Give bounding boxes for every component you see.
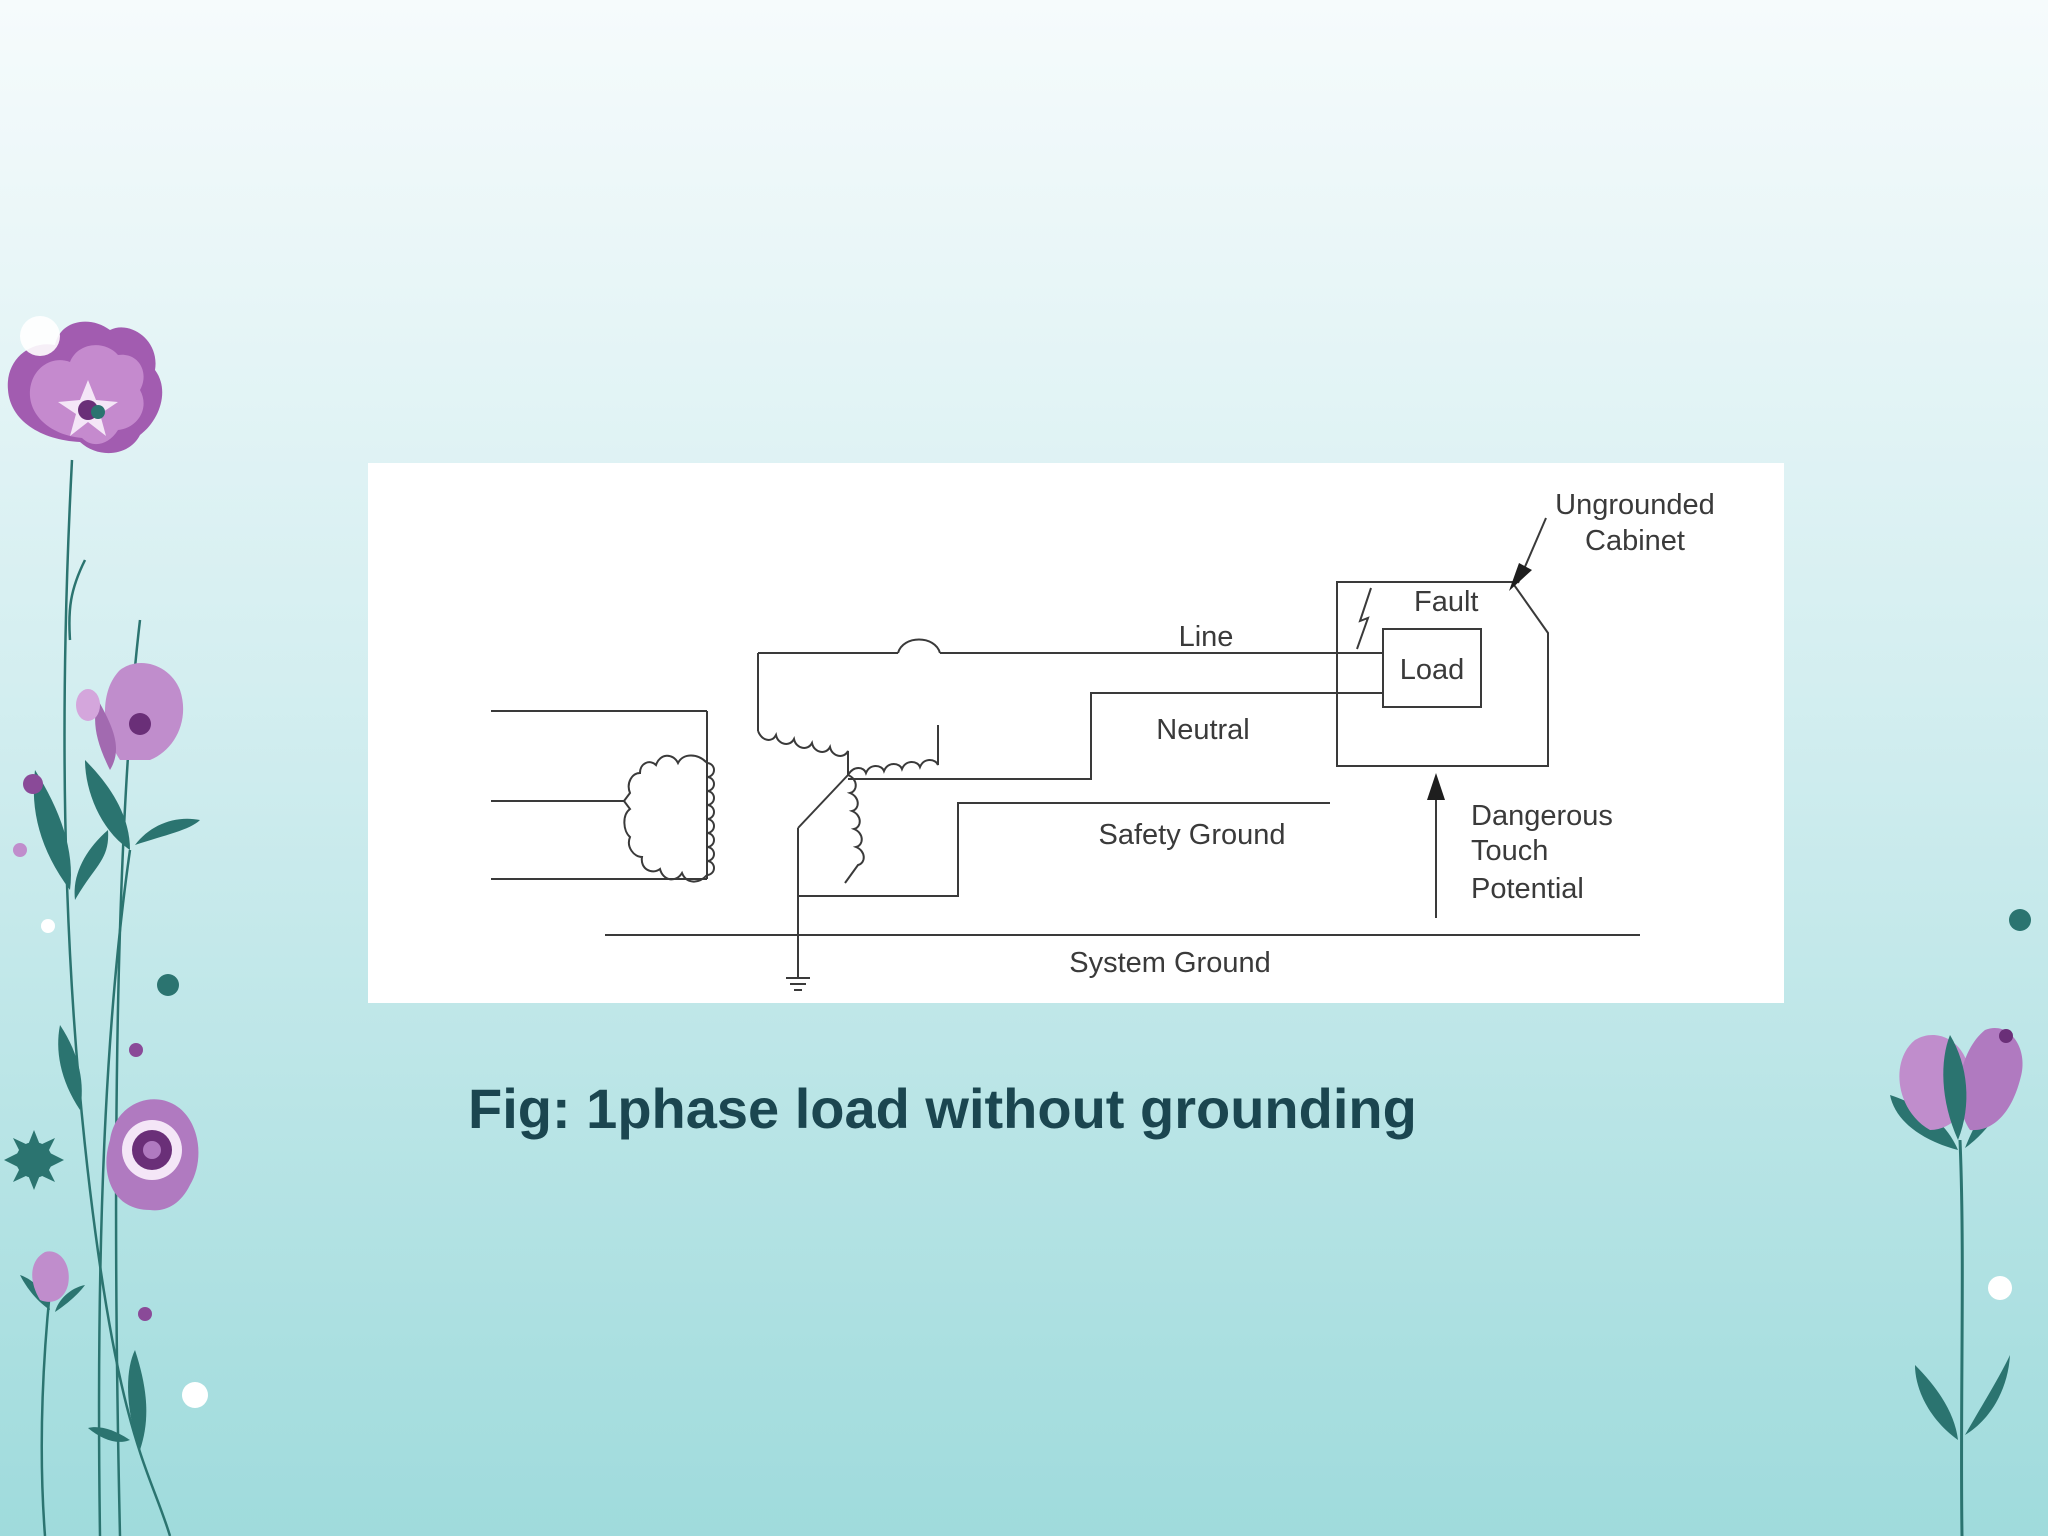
label-line: Line [1179,621,1234,653]
label-dangerous: Dangerous [1471,800,1613,832]
ungrounded-cabinet [1336,581,1549,767]
label-cabinet: Cabinet [1585,525,1685,557]
neutral-to-system [797,774,849,829]
floral-decoration-right [1890,909,2031,1536]
earth-ground-icon [786,977,810,991]
label-touch: Touch [1471,835,1548,867]
label-ungrounded: Ungrounded [1555,489,1715,521]
label-load: Load [1400,654,1465,686]
teal-burst [4,1130,64,1190]
label-system-ground: System Ground [1069,947,1270,979]
diagram-panel: Ungrounded Cabinet Fault Line Load Neutr… [368,463,1784,1003]
label-safety-ground: Safety Ground [1099,819,1286,851]
cabinet-pointer-head [1509,563,1532,591]
flower-pink-mid [95,662,184,770]
flower-ring-lower [106,1099,199,1211]
grounding-diagram: Ungrounded Cabinet Fault Line Load Neutr… [491,489,1715,991]
figure-caption: Fig: 1phase load without grounding [468,1077,1417,1140]
lightning-bolt-icon [1356,587,1372,650]
label-neutral: Neutral [1156,714,1250,746]
neutral-conductor [848,692,1383,780]
label-fault: Fault [1414,586,1478,618]
wye-winding-icon [757,725,939,884]
safety-ground-conductor [798,802,1330,897]
flower-right-tulip [1899,1028,2023,1140]
floral-decoration-left [4,316,208,1536]
label-potential: Potential [1471,873,1584,905]
touch-potential-arrow-head [1427,773,1445,800]
delta-winding-icon [623,754,715,883]
load-box [1382,628,1482,708]
line-jumper-arc [897,638,941,654]
